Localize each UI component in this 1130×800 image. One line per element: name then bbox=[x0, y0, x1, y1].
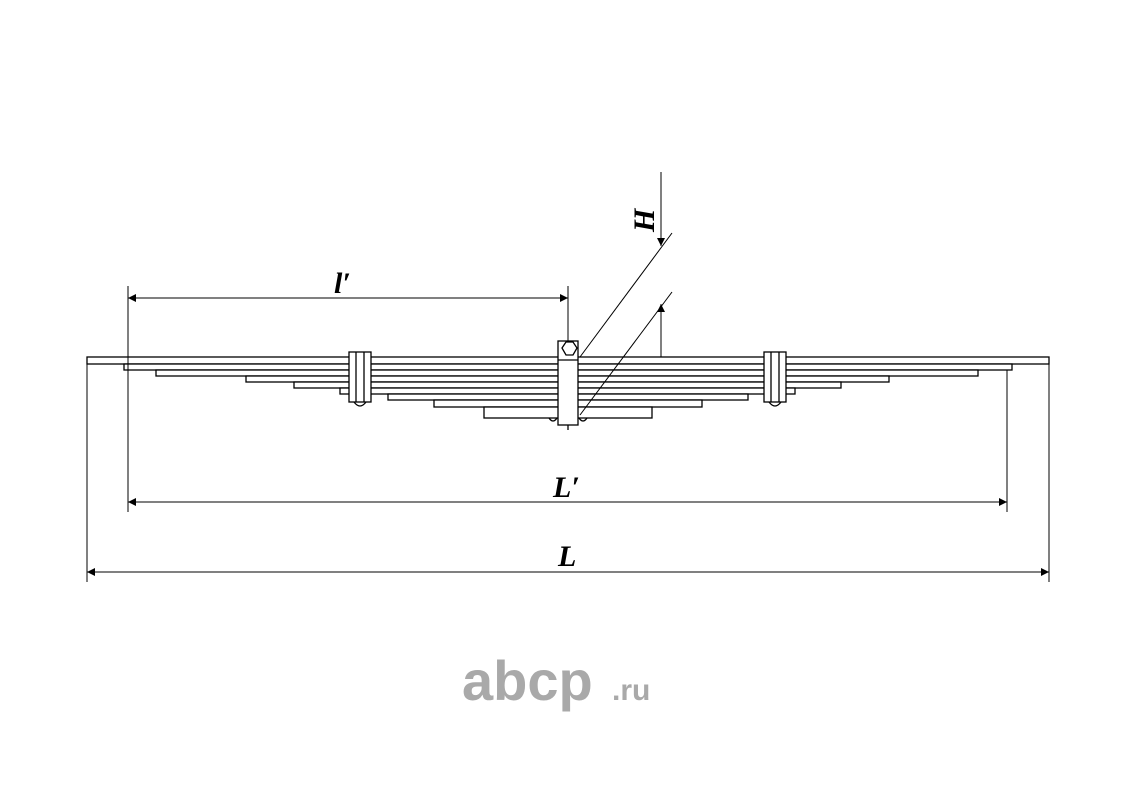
abcp-logo: abcp .ru bbox=[462, 649, 650, 712]
left-clamp bbox=[348, 351, 372, 407]
total-length-dimension bbox=[86, 364, 1050, 582]
height-dimension bbox=[579, 172, 673, 416]
height-label: H bbox=[628, 207, 661, 233]
total-length-label: L bbox=[557, 540, 576, 573]
half-length-dimension bbox=[127, 286, 569, 364]
effective-length-label: L′ bbox=[552, 471, 580, 504]
logo-suffix: .ru bbox=[612, 674, 650, 707]
logo-text: abcp bbox=[462, 649, 593, 712]
right-clamp bbox=[763, 351, 787, 407]
effective-length-dimension bbox=[127, 364, 1008, 512]
half-length-label: l′ bbox=[334, 267, 351, 300]
